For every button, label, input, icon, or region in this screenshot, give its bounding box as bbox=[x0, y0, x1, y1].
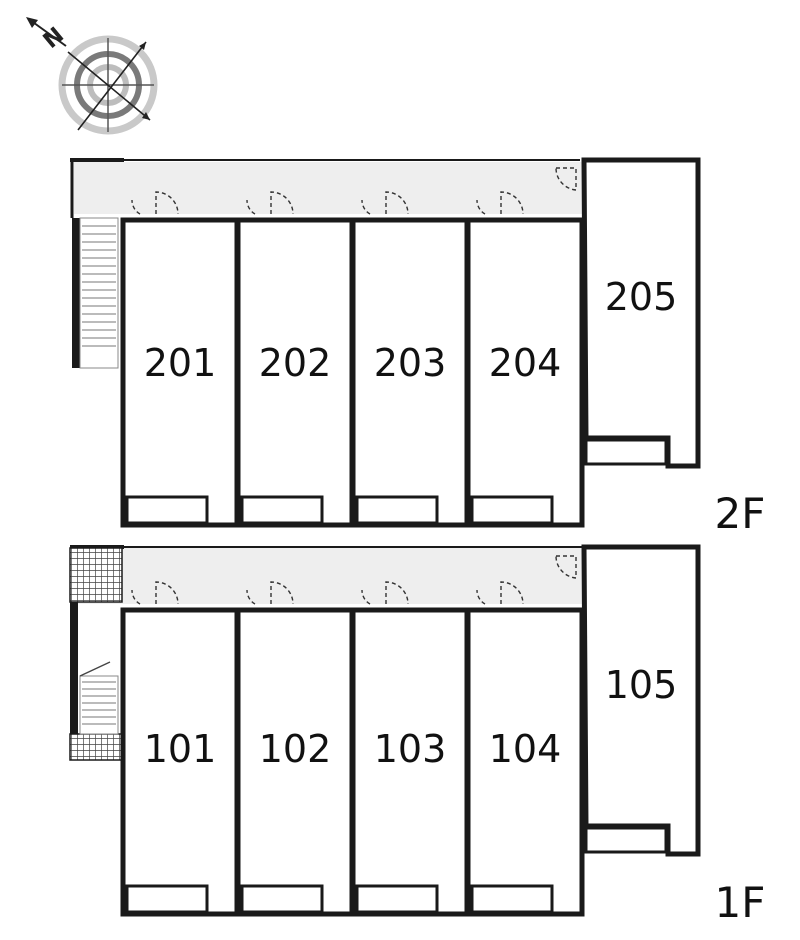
unit-label: 201 bbox=[144, 341, 217, 385]
corridor-2f bbox=[74, 162, 582, 214]
floor-2f: 201 202 203 204 205 2F bbox=[70, 157, 766, 538]
stairs-1f bbox=[79, 661, 119, 735]
north-label: N bbox=[39, 23, 69, 54]
unit-label: 101 bbox=[144, 727, 217, 771]
stairs-2f bbox=[72, 217, 119, 369]
unit-label: 204 bbox=[489, 341, 562, 385]
unit-label: 104 bbox=[489, 727, 562, 771]
corridor-1f bbox=[74, 548, 582, 604]
unit-label: 105 bbox=[605, 663, 678, 707]
unit-label: 205 bbox=[605, 275, 678, 319]
unit-label: 103 bbox=[374, 727, 447, 771]
floor-1f: 101 102 103 104 105 1F bbox=[69, 544, 766, 927]
floor-label-2f: 2F bbox=[715, 489, 766, 538]
unit-label: 203 bbox=[374, 341, 447, 385]
unit-label: 202 bbox=[259, 341, 332, 385]
entrance-tile-bottom bbox=[69, 733, 123, 761]
unit-label: 102 bbox=[259, 727, 332, 771]
compass-rose-icon: N bbox=[26, 17, 158, 135]
floor-label-1f: 1F bbox=[715, 878, 766, 927]
entrance-tile-top bbox=[69, 547, 123, 603]
